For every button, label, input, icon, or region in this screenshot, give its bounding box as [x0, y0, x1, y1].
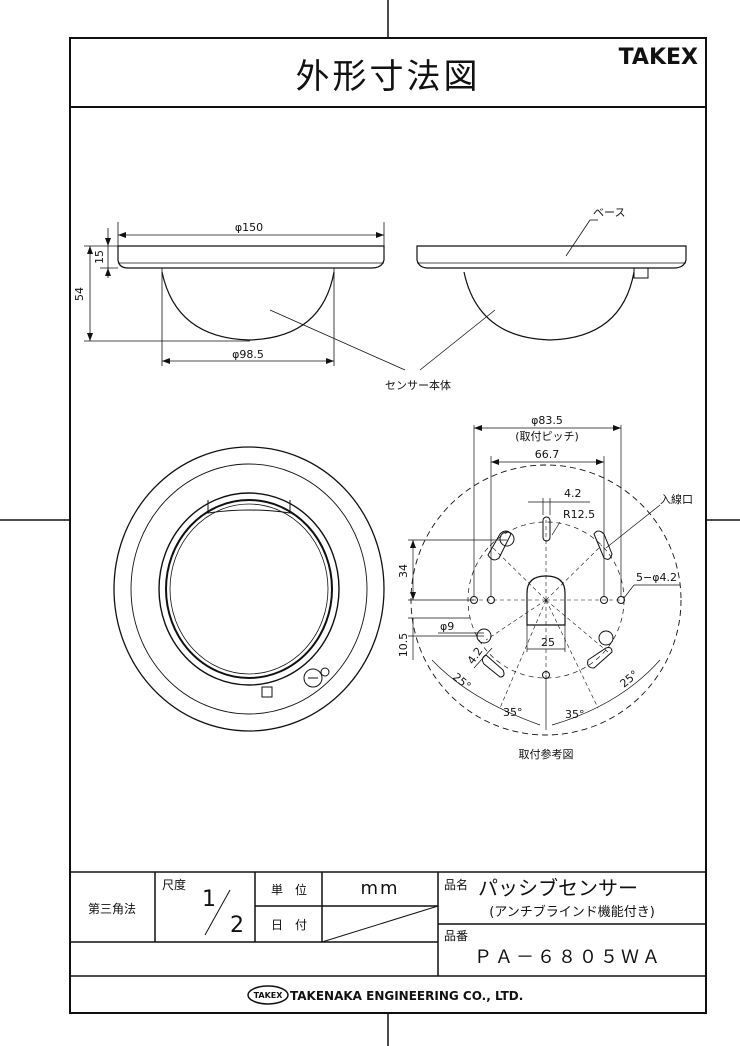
- angle-25-left: 25°: [450, 670, 473, 692]
- dim-pitch-note: (取付ピッチ): [515, 430, 579, 443]
- dim-phi9: φ9: [440, 620, 454, 633]
- dim-holes: 5−φ4.2: [636, 571, 677, 584]
- label-entry: 入線口: [660, 492, 693, 506]
- dim-pitch: φ83.5: [531, 414, 563, 427]
- scale-label: 尺度: [162, 877, 186, 892]
- projection-method: 第三角法: [88, 902, 136, 916]
- dim-diameter-bottom: φ98.5: [232, 348, 264, 361]
- dim-4-2-top: 4.2: [564, 487, 582, 500]
- side-view-right: [416, 219, 687, 371]
- dim-66-7: 66.7: [535, 448, 560, 461]
- product-name-sub: (アンチブラインド機能付き): [489, 904, 655, 920]
- angle-35-right: 35°: [565, 708, 585, 721]
- dim-34: 34: [397, 564, 410, 578]
- dim-10-5: 10.5: [397, 633, 410, 658]
- title-block: [70, 871, 706, 977]
- brand-logo: TAKEX: [619, 45, 698, 70]
- label-sensor-body: センサー本体: [385, 378, 451, 392]
- part-number: ＰＡ－６８０５ＷＡ: [474, 947, 663, 968]
- dim-25: 25: [541, 636, 555, 649]
- dim-diameter-top: φ150: [235, 221, 263, 234]
- company-logo: TAKEX: [254, 991, 284, 1000]
- dim-height-left: 54: [73, 287, 86, 301]
- company-name: TAKENAKA ENGINEERING CO., LTD.: [290, 989, 523, 1003]
- date-label: 日 付: [271, 918, 307, 932]
- product-name: パッシブセンサー: [478, 876, 638, 900]
- product-name-label: 品名: [444, 877, 468, 892]
- angle-35-left: 35°: [503, 706, 523, 719]
- unit-label: 単 位: [271, 882, 307, 897]
- mount-view: [408, 425, 682, 736]
- side-view-left: [84, 222, 406, 371]
- scale-denominator: 2: [230, 913, 244, 938]
- company-logo-badge: [247, 985, 289, 1005]
- unit-value: mm: [360, 878, 399, 899]
- drawing-title: 外形寸法図: [296, 57, 481, 97]
- part-number-label: 品番: [444, 929, 468, 943]
- angle-25-right: 25°: [618, 668, 641, 690]
- dim-4-2-side: 4.2: [465, 645, 486, 667]
- label-base: ベース: [593, 206, 625, 219]
- mount-caption: 取付参考図: [519, 747, 574, 761]
- bottom-view: [113, 446, 385, 732]
- scale-numerator: 1: [202, 887, 216, 912]
- dim-height-base: 15: [93, 250, 106, 264]
- dim-r12-5: R12.5: [563, 508, 595, 521]
